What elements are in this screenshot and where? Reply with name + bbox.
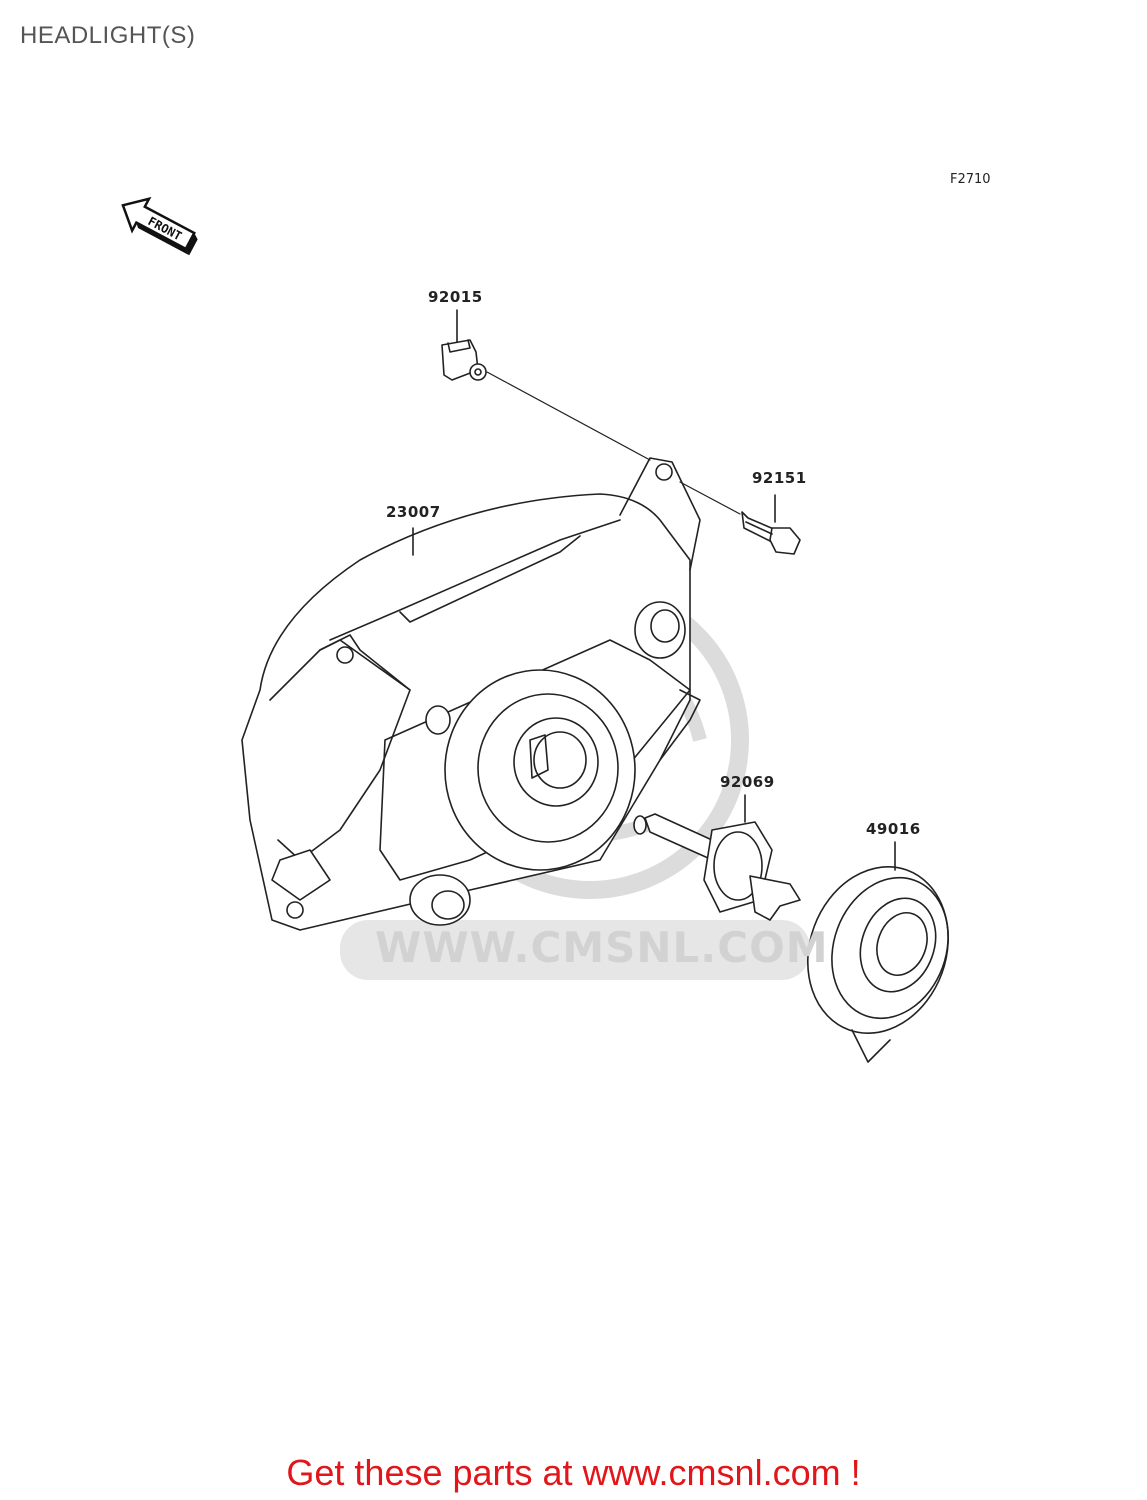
dust-cover-49016 xyxy=(806,841,950,1063)
part-label-92069: 92069 xyxy=(720,773,775,791)
figure-code: F2710 xyxy=(950,172,991,187)
part-label-23007: 23007 xyxy=(386,503,441,521)
headlight-housing-23007 xyxy=(241,457,701,931)
bolt-92151 xyxy=(741,494,801,555)
front-direction-icon: FRONT xyxy=(121,196,198,256)
watermark-url: WWW.CMSNL.COM xyxy=(375,923,829,972)
part-label-49016: 49016 xyxy=(866,820,921,838)
part-label-92015: 92015 xyxy=(428,288,483,306)
footer-link[interactable]: Get these parts at www.cmsnl.com ! xyxy=(286,1452,861,1493)
page-title: HEADLIGHT(S) xyxy=(20,22,196,49)
bulb-92069 xyxy=(633,794,801,921)
part-label-92151: 92151 xyxy=(752,469,807,487)
clip-nut-92015 xyxy=(441,309,487,381)
